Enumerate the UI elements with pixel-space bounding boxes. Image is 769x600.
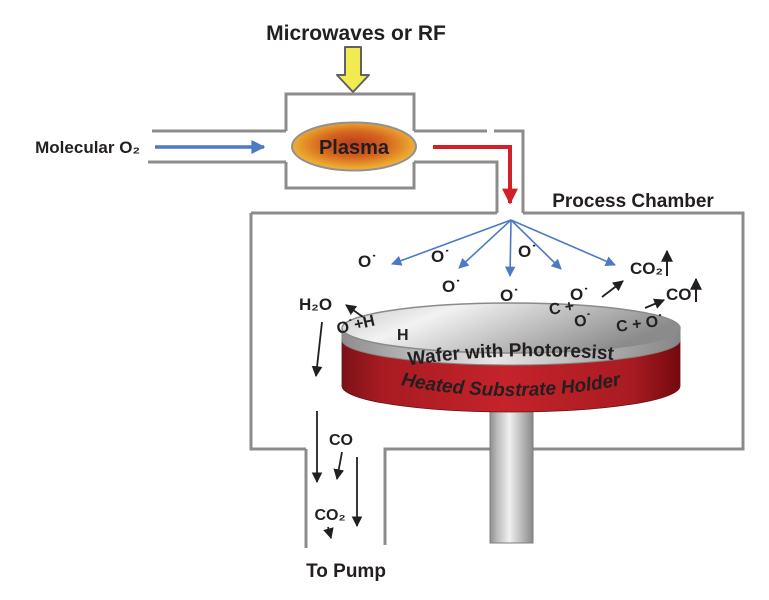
radical-fan-arrows [391, 219, 616, 278]
exhaust-arrows [311, 321, 363, 540]
water-label: H₂O [299, 295, 332, 314]
hydrogen-label: H [397, 327, 409, 344]
radical-arrow-icon [510, 219, 616, 267]
o-radical-label: O˙ [573, 312, 593, 331]
radical-arrow-icon [458, 219, 512, 269]
exhaust-path: CO CO₂ To Pump [306, 321, 386, 582]
radical-arrow-icon [391, 219, 512, 266]
to-pump-label: To Pump [306, 561, 386, 582]
substrate-assembly: Wafer with Photoresist Heated Substrate … [341, 302, 681, 544]
gas-inlet-label: Molecular O₂ [35, 138, 140, 157]
oxygen-radicals: O˙ O˙ O˙ O˙ O˙ O˙ [358, 242, 589, 305]
o-radical-label: O˙ [500, 286, 519, 305]
o-radical-label: O˙ [358, 252, 377, 271]
co-exhaust-label: CO [329, 432, 353, 449]
radical-arrow-icon [510, 219, 562, 270]
microwave-arrow-icon [336, 46, 370, 93]
pedestal-shaft [489, 409, 534, 544]
carbon-plus-oxygen-label: C + O˙ [615, 313, 664, 336]
exhaust-arrow-icon [323, 526, 334, 540]
desorbing-products: CO₂ CO H₂O [299, 249, 702, 314]
wafer-surface [341, 302, 681, 354]
plasma-generator: Plasma [284, 92, 417, 190]
inlet-tube [148, 129, 286, 164]
exhaust-arrow-icon [333, 451, 345, 481]
reaction-arrows [345, 280, 665, 318]
microwave-source: Microwaves or RF [266, 22, 446, 93]
co2-exhaust-label: CO₂ [314, 507, 345, 524]
plasma-glow [291, 121, 417, 172]
o-radical-label: O˙ [442, 277, 461, 296]
gas-inlet: Molecular O₂ [35, 129, 286, 164]
plasma-label: Plasma [319, 137, 390, 159]
plasma-box-outline [284, 92, 416, 190]
outlet-tube [414, 129, 525, 213]
o-radical-label: O˙ [431, 247, 450, 266]
co2-product-label: CO₂ [630, 259, 663, 278]
co-product-label: CO [666, 285, 692, 304]
exhaust-arrow-icon [311, 321, 323, 378]
o-radical-label: O˙ [570, 285, 589, 304]
carbon-plus-label: C + [548, 298, 576, 319]
to-co-arrow-icon [644, 298, 665, 309]
to-co2-arrow-icon [601, 280, 624, 298]
process-chamber-walls [249, 211, 745, 548]
plasma-outlet-arrow-icon [433, 145, 518, 205]
o-radical-label: O˙ [518, 242, 537, 261]
process-chamber-label: Process Chamber [552, 191, 714, 212]
radical-arrow-icon [504, 219, 516, 278]
to-h2o-arrow-icon [345, 304, 364, 318]
microwave-source-label: Microwaves or RF [266, 22, 446, 45]
